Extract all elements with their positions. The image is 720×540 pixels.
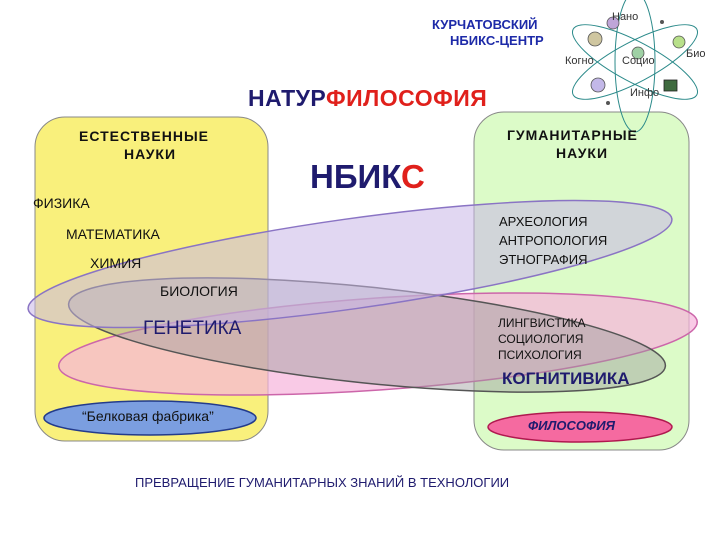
nbics-label-part2: С: [400, 158, 425, 195]
protein-factory-label: “Белковая фабрика”: [82, 408, 214, 424]
item-biology: БИОЛОГИЯ: [160, 283, 238, 299]
philosophy-badge: [487, 411, 673, 443]
socio-node-icon: [631, 46, 645, 60]
logo-label-kogno: Когно: [565, 55, 594, 67]
logo-label-info: Инфо: [630, 87, 660, 99]
item-ethnography: ЭТНОГРАФИЯ: [499, 252, 588, 267]
nbics-center-label: НБИКС: [310, 158, 425, 196]
kogno-node-icon: [587, 31, 603, 47]
logo-label-bio: Био: [686, 48, 706, 60]
philosophy-badge-label: ФИЛОСОФИЯ: [528, 418, 616, 433]
bio-node-icon: [672, 35, 686, 49]
item-genetics: ГЕНЕТИКА: [143, 318, 242, 339]
nbics-atom-logo: [571, 0, 699, 133]
page-title: НАТУРФИЛОСОФИЯ: [248, 85, 487, 112]
item-mathematics: МАТЕМАТИКА: [66, 226, 160, 242]
item-cognitive-science: КОГНИТИВИКА: [502, 369, 630, 388]
natural-sciences-heading-line2: НАУКИ: [124, 146, 177, 162]
logo-label-nano: Нано: [612, 11, 639, 23]
title-part-philosophy: ФИЛОСОФИЯ: [325, 85, 488, 111]
item-archaeology: АРХЕОЛОГИЯ: [499, 214, 588, 229]
protein-factory-badge: [43, 400, 257, 436]
item-psychology: ПСИХОЛОГИЯ: [498, 348, 582, 362]
logo-label-socio: Социо: [622, 55, 655, 67]
nano-node-icon: [606, 16, 620, 30]
title-part-natur: НАТУР: [248, 85, 326, 111]
footer-caption: ПРЕВРАЩЕНИЕ ГУМАНИТАРНЫХ ЗНАНИЙ В ТЕХНОЛ…: [135, 475, 510, 490]
item-chemistry: ХИМИЯ: [90, 255, 142, 271]
natural-sciences-heading-line1: ЕСТЕСТВЕННЫЕ: [79, 128, 210, 144]
org-name-line1: КУРЧАТОВСКИЙ: [432, 17, 538, 32]
globe-node-icon: [590, 77, 606, 93]
item-physics: ФИЗИКА: [33, 195, 90, 211]
nbics-label-part1: НБИК: [310, 158, 401, 195]
org-name-line2: НБИКС-ЦЕНТР: [450, 33, 544, 48]
item-linguistics: ЛИНГВИСТИКА: [498, 316, 586, 330]
info-node-icon: [663, 79, 678, 92]
humanities-heading-line1: ГУМАНИТАРНЫЕ: [507, 127, 638, 143]
item-sociology: СОЦИОЛОГИЯ: [498, 332, 584, 346]
item-anthropology: АНТРОПОЛОГИЯ: [499, 233, 608, 248]
humanities-heading-line2: НАУКИ: [556, 145, 609, 161]
purple-ellipse: [27, 199, 673, 329]
